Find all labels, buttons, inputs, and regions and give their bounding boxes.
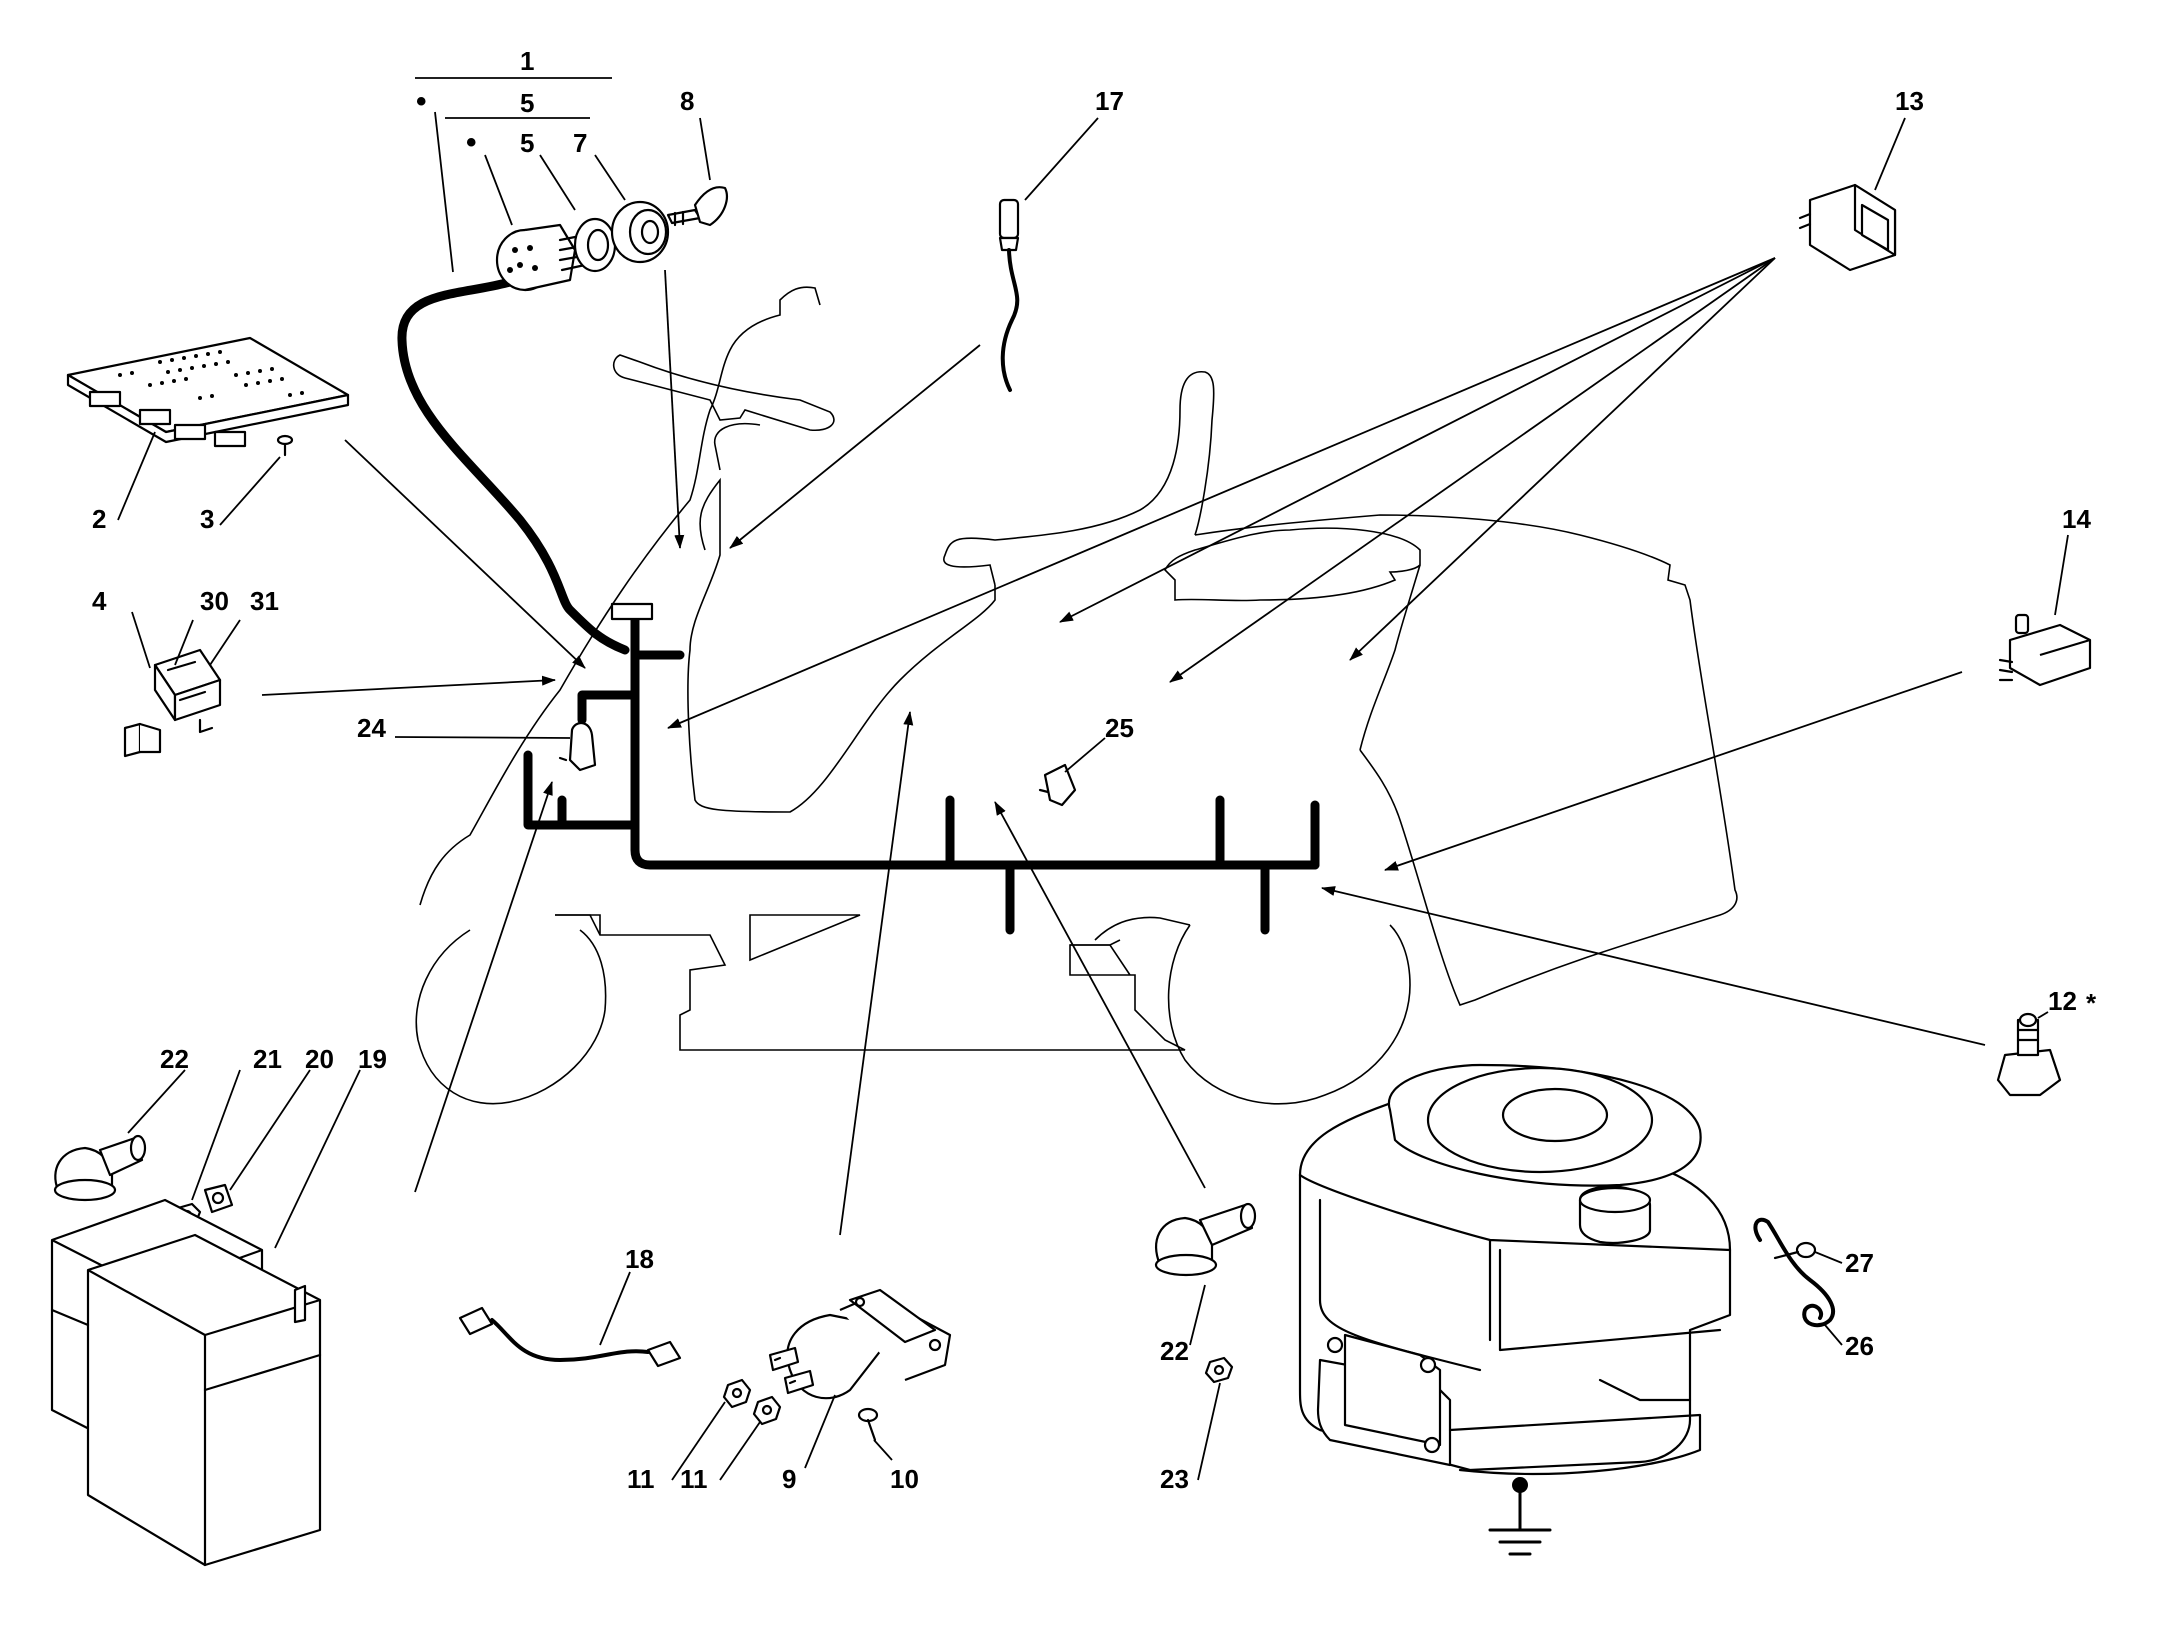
label-part-30: 30 — [200, 586, 229, 616]
label-part-5: 5 — [520, 128, 534, 158]
label-part-19: 19 — [358, 1044, 387, 1074]
pressure-switch-part-12 — [1996, 1012, 2062, 1097]
label-part-13: 13 — [1895, 86, 1924, 116]
screw-part-10 — [857, 1407, 879, 1442]
label-part-4: 4 — [92, 586, 107, 616]
label-part-10: 10 — [890, 1464, 919, 1494]
tractor-outline — [415, 286, 1738, 1105]
part-labels: 1 • 5 • 5 7 8 17 13 2 3 4 30 31 24 25 14… — [92, 46, 2097, 1494]
label-part-11-b: 11 — [680, 1464, 708, 1494]
label-part-9: 9 — [782, 1464, 796, 1494]
circuit-board-part-2 — [66, 336, 350, 448]
bullet-a: • — [416, 85, 427, 118]
label-part-1: 1 — [520, 46, 534, 76]
label-part-11-a: 11 — [627, 1464, 655, 1494]
label-part-12: 12 — [2048, 986, 2077, 1016]
microswitch-part-14 — [1998, 613, 2092, 687]
nut-part-11-b — [752, 1395, 782, 1426]
nut-part-11-a — [722, 1378, 752, 1409]
label-part-2: 2 — [92, 504, 106, 534]
label-part-22-left: 22 — [160, 1044, 189, 1074]
label-part-5-top: 5 — [520, 88, 534, 118]
terminal-boot-part-22-right — [1154, 1202, 1257, 1277]
ignition-switch-assembly — [495, 200, 670, 292]
leader-lines — [117, 77, 2069, 1481]
bullet-b: • — [466, 126, 477, 159]
relay-part-30 — [153, 648, 222, 734]
ground-symbol-icon — [1488, 1477, 1552, 1556]
label-part-8: 8 — [680, 86, 694, 116]
wiring-harness — [397, 277, 1320, 935]
engine — [1298, 1063, 1732, 1556]
label-part-23: 23 — [1160, 1464, 1189, 1494]
cable-clip-part-25 — [1038, 763, 1077, 807]
label-part-20: 20 — [305, 1044, 334, 1074]
nut-part-23 — [1204, 1356, 1234, 1384]
label-part-7: 7 — [573, 128, 587, 158]
ignition-key-icon — [666, 186, 728, 227]
bracket-part-20 — [203, 1183, 234, 1214]
battery-part-19 — [50, 1198, 322, 1567]
label-part-21: 21 — [253, 1044, 282, 1074]
label-part-27: 27 — [1845, 1248, 1874, 1278]
fuse-part-4 — [123, 722, 162, 758]
connection-arrows — [261, 257, 1986, 1236]
terminal-boot-part-22-left — [53, 1134, 147, 1202]
sensor-part-17 — [998, 198, 1020, 392]
rocker-switch-part-13 — [1798, 183, 1897, 272]
label-part-26: 26 — [1845, 1331, 1874, 1361]
screw-part-3 — [276, 434, 294, 457]
cable-clip-part-24 — [558, 722, 597, 772]
label-part-31: 31 — [250, 586, 279, 616]
wire-part-18 — [458, 1306, 682, 1368]
label-part-18: 18 — [625, 1244, 654, 1274]
label-part-24: 24 — [357, 713, 386, 743]
label-part-25: 25 — [1105, 713, 1134, 743]
label-part-3: 3 — [200, 504, 214, 534]
label-part-17: 17 — [1095, 86, 1124, 116]
screw-part-27 — [1773, 1241, 1817, 1260]
label-part-14: 14 — [2062, 504, 2091, 534]
label-part-12-star: * — [2086, 988, 2097, 1018]
label-part-22-right: 22 — [1160, 1336, 1189, 1366]
spring-wire-part-26 — [1753, 1217, 1836, 1328]
solenoid-part-9 — [768, 1288, 952, 1400]
